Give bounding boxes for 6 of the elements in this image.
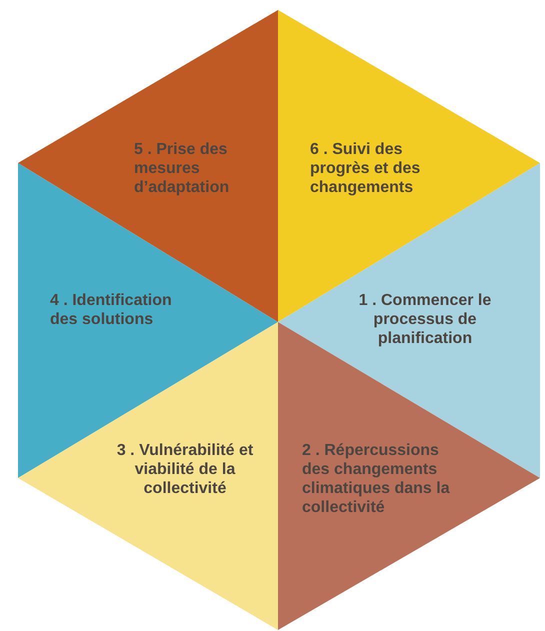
step-label: 6 . Suivi des progrès et des changements	[310, 140, 422, 197]
step-label: 2 . Répercussions des changements climatiques dans la collectivité	[302, 441, 451, 517]
step-label: 1 . Commencer le processus de planification	[358, 291, 492, 348]
step-label: 5 . Prise des mesures d’adaptation	[134, 140, 230, 197]
step-label: 4 . Identification des solutions	[50, 291, 173, 329]
step-label: 3 . Vulnérabilité et viabilité de la collectivité	[116, 441, 254, 498]
